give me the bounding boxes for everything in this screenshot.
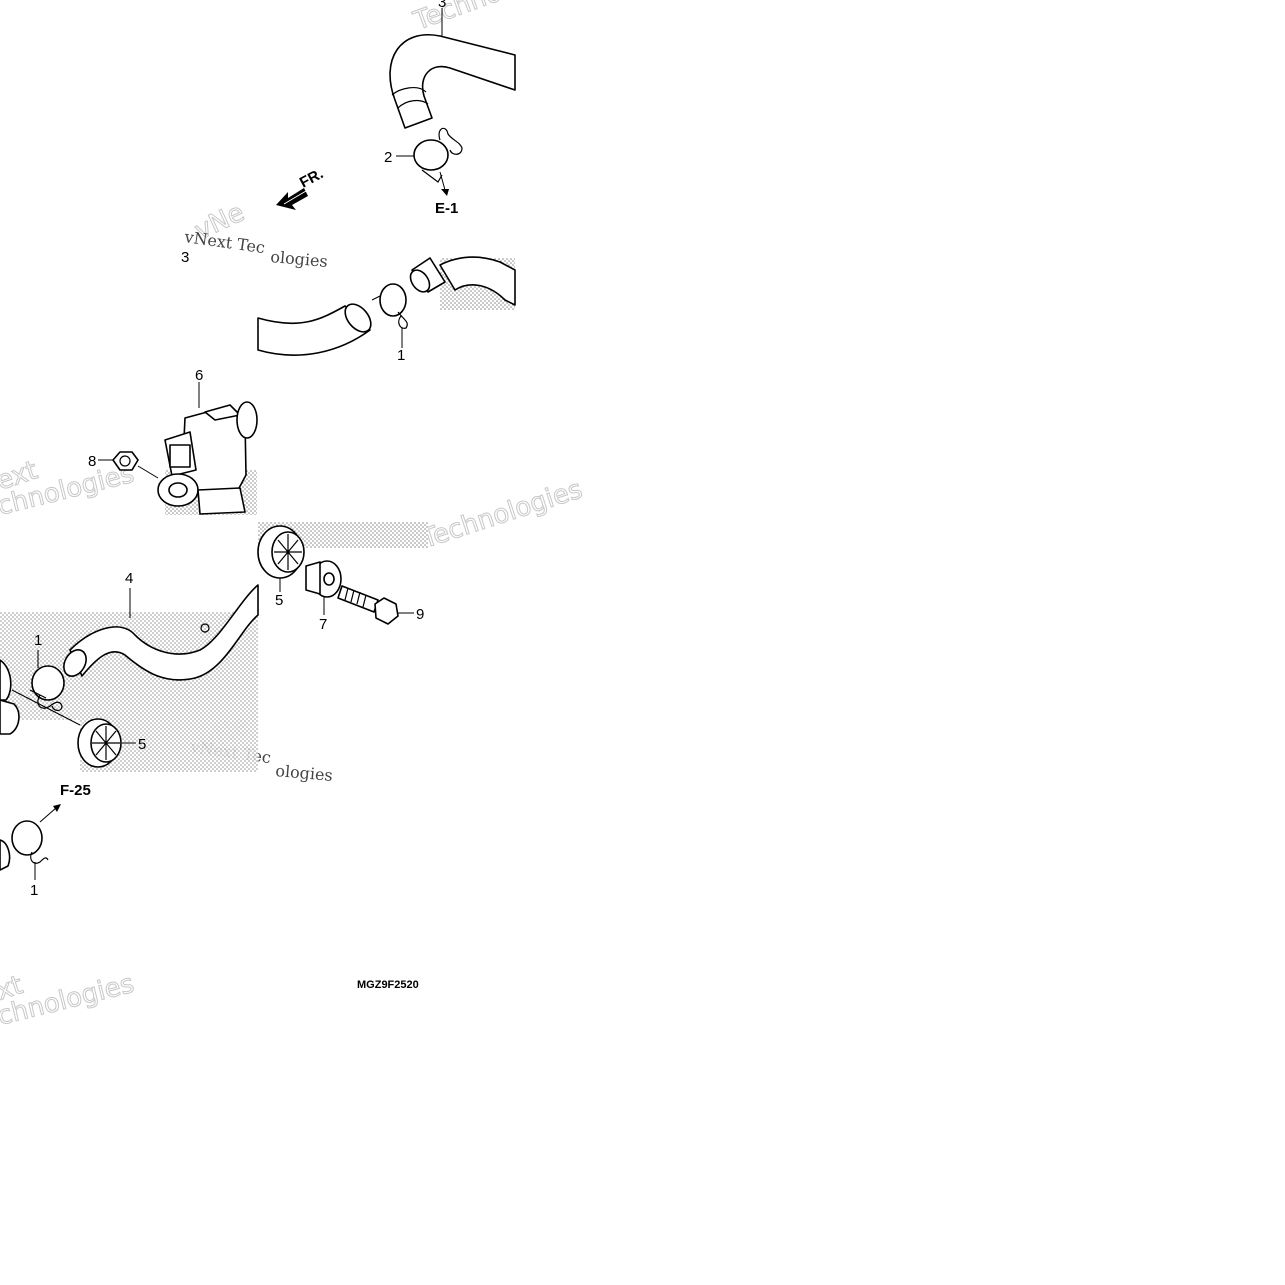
callout-1: 1 bbox=[34, 632, 42, 649]
grommet-5 bbox=[257, 525, 305, 579]
hose-4 bbox=[63, 584, 259, 681]
watermark-text: chnologies bbox=[0, 969, 137, 1032]
callout-3: 3 bbox=[438, 0, 446, 11]
callout-9: 9 bbox=[416, 606, 424, 623]
callout-1: 1 bbox=[30, 882, 38, 899]
watermark-text: Techno bbox=[409, 0, 505, 37]
collar-7 bbox=[305, 560, 342, 598]
panel-4 bbox=[257, 522, 428, 625]
hose-3-upper bbox=[389, 34, 516, 129]
callout-5: 5 bbox=[138, 736, 146, 753]
panel-3 bbox=[98, 382, 258, 515]
callout-4: 4 bbox=[125, 570, 133, 587]
panel-2 bbox=[257, 256, 516, 356]
watermark-text: Technologies bbox=[417, 475, 586, 555]
clamp-1 bbox=[11, 820, 49, 864]
front-direction-label: FR. bbox=[297, 165, 326, 191]
clamp-2 bbox=[413, 127, 463, 183]
front-direction-arrow-icon bbox=[276, 188, 308, 210]
callout-7: 7 bbox=[319, 616, 327, 633]
watermark-group: Techno Technologies ext chnologies xt ch… bbox=[0, 0, 587, 1032]
watermark-text: ologies bbox=[275, 761, 334, 785]
figure-code: MGZ9F2520 bbox=[357, 979, 419, 991]
panel-6 bbox=[0, 804, 61, 880]
nut-8 bbox=[112, 451, 139, 471]
callout-8: 8 bbox=[88, 453, 96, 470]
callout-group: 3 2 3 1 6 8 4 5 7 9 1 5 1 bbox=[30, 0, 446, 899]
callout-2: 2 bbox=[384, 149, 392, 166]
callout-3: 3 bbox=[181, 249, 189, 266]
bolt-9 bbox=[337, 585, 399, 625]
watermark-text: ologies bbox=[270, 247, 329, 271]
callout-5: 5 bbox=[275, 592, 283, 609]
panel-5 bbox=[0, 584, 259, 772]
callout-6: 6 bbox=[195, 367, 203, 384]
watermark-text: vNext Tec bbox=[182, 227, 266, 257]
grommet-5 bbox=[77, 718, 122, 768]
callout-1: 1 bbox=[397, 347, 405, 364]
clamp-1 bbox=[29, 665, 65, 712]
reference-e1-label: E-1 bbox=[435, 200, 458, 217]
reference-f25-label: F-25 bbox=[60, 782, 91, 799]
